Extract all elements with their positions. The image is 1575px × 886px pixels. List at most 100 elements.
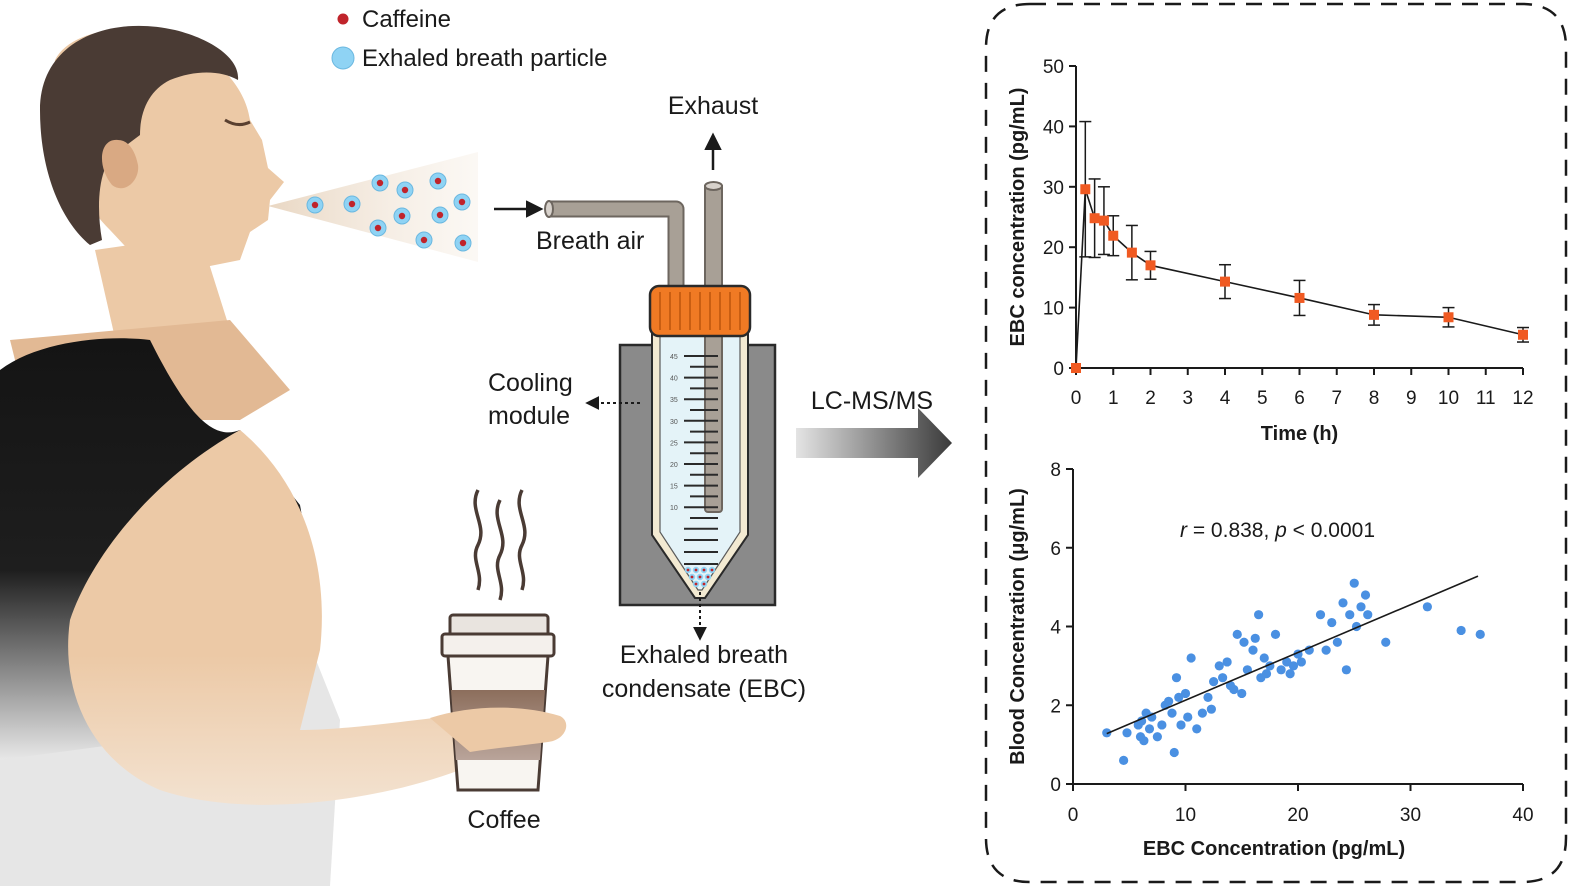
scatter-point xyxy=(1192,724,1202,734)
scatter-point xyxy=(1288,661,1299,671)
inlet-tube-opening xyxy=(544,200,554,218)
scatter-point xyxy=(1214,661,1224,671)
data-point xyxy=(1126,247,1137,258)
y-tick-label: 8 xyxy=(1050,460,1061,481)
lcms-arrow-icon xyxy=(796,408,952,478)
series-line xyxy=(1075,188,1524,369)
condensate-caffeine xyxy=(686,568,690,572)
scatter-point xyxy=(1422,602,1432,612)
x-tick-label: 2 xyxy=(1145,388,1156,409)
y-tick-label: 4 xyxy=(1050,618,1061,639)
caffeine-molecule xyxy=(420,236,428,244)
scatter-point xyxy=(1338,598,1348,608)
condensate-caffeine xyxy=(710,568,714,572)
legend-particle-label: Exhaled breath particle xyxy=(362,45,607,72)
data-point xyxy=(1071,363,1081,373)
condensate-caffeine xyxy=(702,568,706,572)
scatter-point xyxy=(1139,736,1149,746)
x-tick-label: 0 xyxy=(1068,805,1079,826)
y-tick-label: 50 xyxy=(1043,57,1064,78)
y-tick-label: 0 xyxy=(1053,359,1064,380)
scatter-point xyxy=(1222,657,1232,667)
data-point xyxy=(1518,329,1528,340)
x-tick-label: 12 xyxy=(1512,388,1533,409)
caffeine-molecule xyxy=(348,200,356,208)
scatter-point xyxy=(1229,684,1239,695)
condensate-droplets xyxy=(684,566,716,588)
scatter-point xyxy=(1456,625,1466,636)
scatter-point xyxy=(1218,673,1228,683)
hand xyxy=(430,707,567,752)
tube-scale-label: 20 xyxy=(670,462,678,469)
results-panel-border xyxy=(984,2,1568,884)
caffeine-molecule xyxy=(374,224,382,232)
hair xyxy=(40,25,239,245)
x-tick-label: 11 xyxy=(1476,388,1496,409)
scatter-point xyxy=(1296,657,1306,667)
data-point xyxy=(1220,276,1230,287)
scatter-point xyxy=(1261,669,1272,679)
x-tick-label: 0 xyxy=(1071,388,1082,409)
caffeine-molecule xyxy=(459,239,467,247)
cooling-module-label-line1: Cooling xyxy=(488,369,573,397)
arm xyxy=(68,430,460,805)
scatter-point xyxy=(1360,590,1371,600)
data-point xyxy=(1443,312,1454,323)
condensate-caffeine xyxy=(706,575,710,579)
y-tick-label: 2 xyxy=(1050,696,1061,717)
scatter-point xyxy=(1144,724,1155,734)
breath-cone-shape xyxy=(268,152,478,262)
scatter-point xyxy=(1254,610,1264,620)
scatter-point xyxy=(1232,629,1242,639)
scatter-point xyxy=(1270,629,1281,639)
caffeine-molecule xyxy=(458,198,466,206)
tube-scale-label: 25 xyxy=(670,440,678,447)
x-axis-title: Time (h) xyxy=(1261,423,1338,445)
scatter-point xyxy=(1174,692,1184,702)
data-point xyxy=(1145,260,1156,271)
x-tick-label: 4 xyxy=(1220,388,1231,409)
scatter-point xyxy=(1237,688,1247,699)
breath-cone xyxy=(268,152,478,262)
scatter-point xyxy=(1341,665,1351,675)
tube-cap-ribs xyxy=(659,292,741,330)
scatter-point xyxy=(1259,653,1269,663)
scatter-point xyxy=(1321,645,1331,655)
y-tick-label: 30 xyxy=(1043,178,1064,199)
scatter-point xyxy=(1157,720,1167,730)
scatter-point xyxy=(1363,610,1373,620)
x-tick-label: 5 xyxy=(1257,388,1268,409)
tube-scale-label: 30 xyxy=(670,419,678,426)
legend-caffeine-label: Caffeine xyxy=(362,6,451,33)
coffee-cup: Coffee xyxy=(430,489,567,834)
condensate-caffeine xyxy=(690,575,694,579)
coffee-label: Coffee xyxy=(467,806,540,834)
scatter-point xyxy=(1203,692,1213,702)
caffeine-molecule xyxy=(398,212,406,220)
steam-icon xyxy=(473,489,527,601)
scatter-point xyxy=(1119,755,1129,765)
data-point xyxy=(1369,309,1379,320)
condensate-caffeine xyxy=(694,582,698,586)
x-tick-label: 10 xyxy=(1438,388,1459,409)
caffeine-molecule xyxy=(376,179,384,187)
x-tick-label: 1 xyxy=(1108,388,1119,409)
scatter-point xyxy=(1315,610,1326,620)
tube-scale-label: 45 xyxy=(670,354,678,361)
scatter-point xyxy=(1248,645,1258,655)
y-tick-label: 20 xyxy=(1043,238,1064,259)
scatter-point xyxy=(1176,720,1186,730)
scatter-point xyxy=(1167,708,1177,718)
cup-lid-rim xyxy=(440,632,556,658)
x-tick-label: 40 xyxy=(1512,805,1533,826)
scatter-point xyxy=(1122,728,1132,738)
x-tick-label: 7 xyxy=(1331,388,1342,409)
caffeine-molecule xyxy=(311,201,319,209)
caffeine-molecule xyxy=(436,211,444,219)
closed-eye xyxy=(224,118,251,127)
scatter-point xyxy=(1381,637,1391,647)
scatter-point xyxy=(1276,665,1286,675)
